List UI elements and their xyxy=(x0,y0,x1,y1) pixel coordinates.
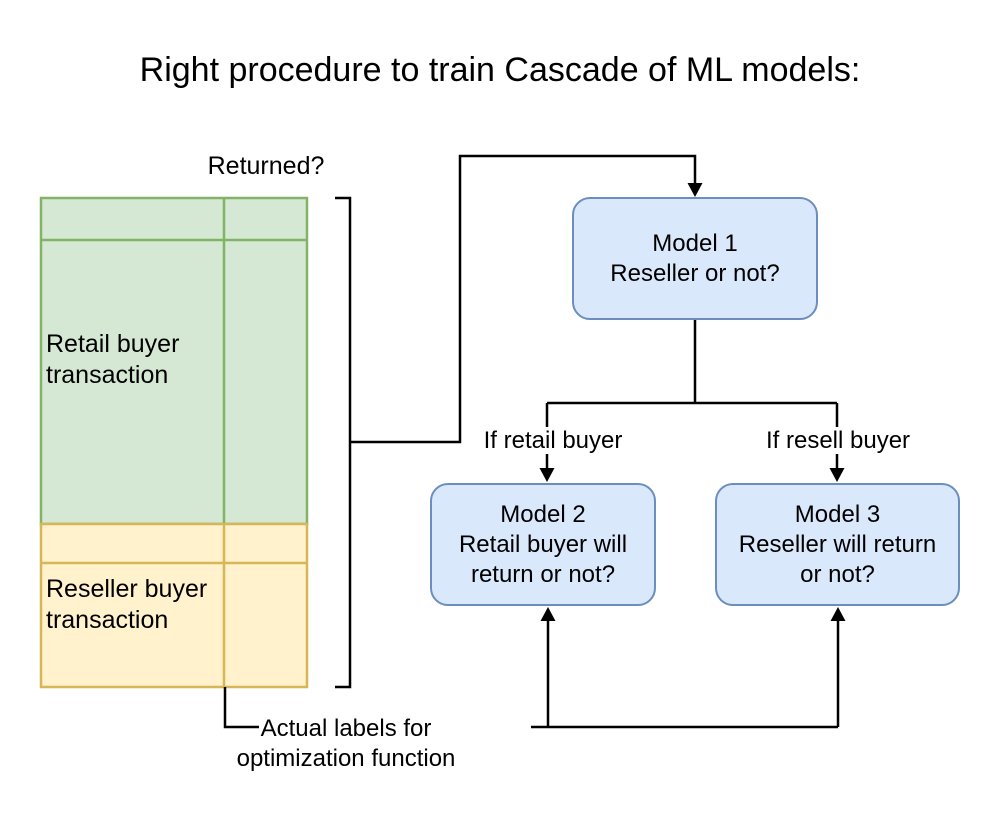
actual-labels-annotation: Actual labels for optimization function xyxy=(216,714,476,774)
reseller-transactions-table-section xyxy=(39,522,309,689)
model3-question-line-2: or not? xyxy=(800,560,875,588)
arrowhead-into-model1 xyxy=(687,183,703,197)
arrowhead-into-model2 xyxy=(539,468,555,482)
arrowhead-up-into-model3 xyxy=(830,607,846,621)
model3-question-line-1: Reseller will return xyxy=(738,530,937,558)
model1-node: Model 1 Reseller or not? xyxy=(572,197,818,320)
model3-node: Model 3 Reseller will return or not? xyxy=(715,483,960,606)
retail-label-line-1: Retail buyer xyxy=(46,330,180,358)
edge-model1-branch-splitter xyxy=(547,320,837,405)
retail-buyer-transaction-label: Retail buyer transaction xyxy=(46,329,221,391)
table-span-bracket xyxy=(335,196,352,689)
model1-name: Model 1 xyxy=(652,229,738,257)
reseller-label-line-1: Reseller buyer xyxy=(46,575,208,603)
if-resell-buyer-edge-label: If resell buyer xyxy=(738,427,938,455)
model2-node: Model 2 Retail buyer will return or not? xyxy=(430,483,656,606)
model1-question: Reseller or not? xyxy=(610,259,780,287)
actual-labels-line-1: Actual labels for xyxy=(260,715,432,742)
arrowhead-up-into-model2 xyxy=(540,607,556,621)
model3-name: Model 3 xyxy=(794,500,881,528)
model2-question-line-2: return or not? xyxy=(470,560,616,588)
edge-table-to-model1 xyxy=(350,154,697,444)
diagram-title: Right procedure to train Cascade of ML m… xyxy=(139,51,861,89)
edge-table-to-footer-label xyxy=(223,687,259,729)
retail-label-line-2: transaction xyxy=(46,361,169,389)
edge-footer-label-to-models xyxy=(531,620,840,729)
reseller-buyer-transaction-label: Reseller buyer transaction xyxy=(46,574,221,636)
actual-labels-line-2: optimization function xyxy=(236,745,456,772)
returned-column-label: Returned? xyxy=(207,152,325,180)
model2-name: Model 2 xyxy=(500,500,586,528)
if-retail-buyer-edge-label: If retail buyer xyxy=(453,427,653,455)
retail-transactions-table-section xyxy=(39,196,309,526)
reseller-label-line-2: transaction xyxy=(46,606,169,634)
model2-question-line-1: Retail buyer will xyxy=(458,530,628,558)
arrowhead-into-model3 xyxy=(829,468,845,482)
